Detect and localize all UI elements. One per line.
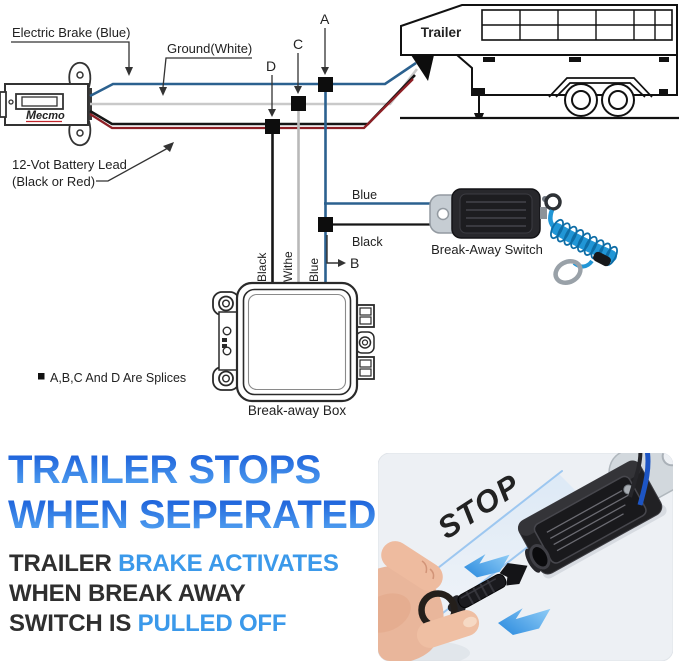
headline-line1: TRAILER STOPS [8, 448, 321, 492]
splices-note-text: A,B,C And D Are Splices [50, 371, 186, 385]
engraved-lines [546, 490, 630, 552]
photo-blue-wire [637, 453, 651, 506]
jack-head [473, 88, 485, 94]
subtext-line2: WHEN BREAK AWAY [9, 580, 246, 607]
splice-squares [265, 77, 333, 232]
wiring-diagram: M ecmo [0, 4, 679, 418]
arrowhead [159, 87, 167, 96]
wire-blue [89, 61, 417, 98]
photo-black-wire [628, 453, 643, 498]
arrowhead [338, 259, 346, 267]
splice-b [318, 217, 333, 232]
ground-label: Ground(White) [167, 41, 252, 56]
brand-logo-rest: ecmo [36, 110, 65, 122]
box-wire-black-label: Black [255, 252, 269, 282]
subtext-line1: TRAILER BRAKE ACTIVATES [9, 550, 339, 577]
splice-c [291, 96, 306, 111]
box-wire-blue-label: Blue [307, 258, 321, 282]
splice-d-letter: D [266, 58, 276, 74]
splices-note: A,B,C And D Are Splices [38, 371, 186, 385]
splice-a-letter: A [320, 11, 330, 27]
promo-photo: STOP [378, 453, 673, 661]
promo-subtext: TRAILER BRAKE ACTIVATES WHEN BREAK AWAY … [9, 549, 339, 639]
photo-switch [517, 453, 673, 579]
wire-red [89, 78, 414, 130]
speed-band [408, 473, 586, 619]
breakaway-box-label: Break-away Box [248, 403, 347, 418]
breakaway-box-drawing: Break-away Box [212, 281, 375, 418]
wire-callouts: Electric Brake (Blue) Ground(White) 12-V… [11, 25, 252, 189]
pull-arrow-1 [464, 554, 510, 578]
subtext-line3: SWITCH IS PULLED OFF [9, 610, 287, 637]
wire-white [90, 68, 419, 106]
splice-a [318, 77, 333, 92]
trailer-plug-connector: M ecmo [0, 61, 92, 147]
thumb [416, 610, 480, 648]
pin-socket [529, 544, 551, 570]
box-wire-white-label: Withe [281, 251, 295, 282]
promo-headline: TRAILER STOPS WHEN SEPERATED [8, 448, 376, 538]
thumbnail [463, 616, 477, 628]
index-finger [381, 541, 443, 591]
electric-brake-label: Electric Brake (Blue) [12, 25, 130, 40]
breakaway-switch-drawing: Break-Away Switch [429, 188, 618, 285]
headline-line2: WHEN SEPERATED [8, 493, 376, 537]
branch-wires [271, 91, 448, 284]
trailer-drawing: Trailer [400, 4, 679, 120]
splice-b-letter: B [350, 255, 359, 271]
brand-logo-m: M [26, 108, 37, 122]
carabiner [553, 259, 583, 285]
breakaway-switch-label: Break-Away Switch [431, 242, 543, 257]
wire-black [89, 74, 416, 126]
blue-wire-label: Blue [352, 188, 377, 202]
pull-arrow-2 [498, 608, 551, 635]
splice-c-letter: C [293, 36, 303, 52]
splice-letters: A C D [266, 11, 330, 117]
hitch-coupler [411, 55, 434, 81]
splice-d [265, 119, 280, 134]
trailer-label: Trailer [421, 25, 462, 40]
arrowhead [125, 67, 133, 76]
battery-label-line1: 12-Vot Battery Lead [12, 157, 127, 172]
arrowhead [163, 142, 174, 152]
battery-label-line2: (Black or Red) [12, 174, 95, 189]
pull-pin-ring [544, 193, 562, 211]
harness-wires [89, 61, 419, 130]
black-wire-label: Black [352, 235, 383, 249]
